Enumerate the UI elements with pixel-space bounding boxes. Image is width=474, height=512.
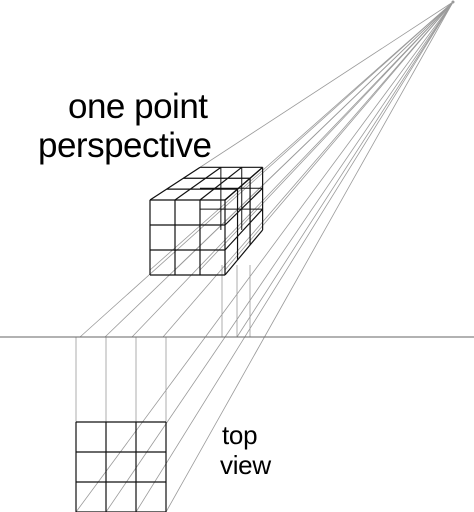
cube-right-receding-3 — [224, 229, 264, 276]
construction-line-13 — [224, 1, 454, 271]
cube-right-receding-0 — [224, 166, 264, 201]
cube-top-receding-1 — [174, 166, 222, 201]
construction-line-7 — [131, 1, 454, 338]
title-line-2: perspective — [38, 126, 212, 165]
construction-line-1 — [75, 1, 454, 512]
cube-top-receding-0 — [149, 166, 201, 201]
top-view-label: top view — [220, 420, 271, 480]
construction-line-4 — [165, 1, 454, 512]
construction-line-14 — [236, 1, 454, 338]
title-label: one point perspective — [38, 87, 212, 165]
perspective-cube-grid — [149, 166, 264, 276]
cube-right-receding-2 — [224, 208, 264, 251]
construction-line-8 — [162, 1, 454, 338]
top-view-label-line-1: top — [222, 420, 258, 450]
construction-line-2 — [105, 1, 454, 512]
top-view-grid — [75, 421, 167, 512]
construction-line-3 — [135, 1, 454, 512]
construction-line-11 — [174, 1, 454, 271]
construction-line-5 — [79, 1, 454, 338]
vanishing-point — [451, 0, 455, 4]
title-line-1: one point — [68, 87, 208, 126]
cube-right-receding-1 — [224, 187, 264, 226]
top-view-label-line-2: view — [220, 450, 271, 480]
